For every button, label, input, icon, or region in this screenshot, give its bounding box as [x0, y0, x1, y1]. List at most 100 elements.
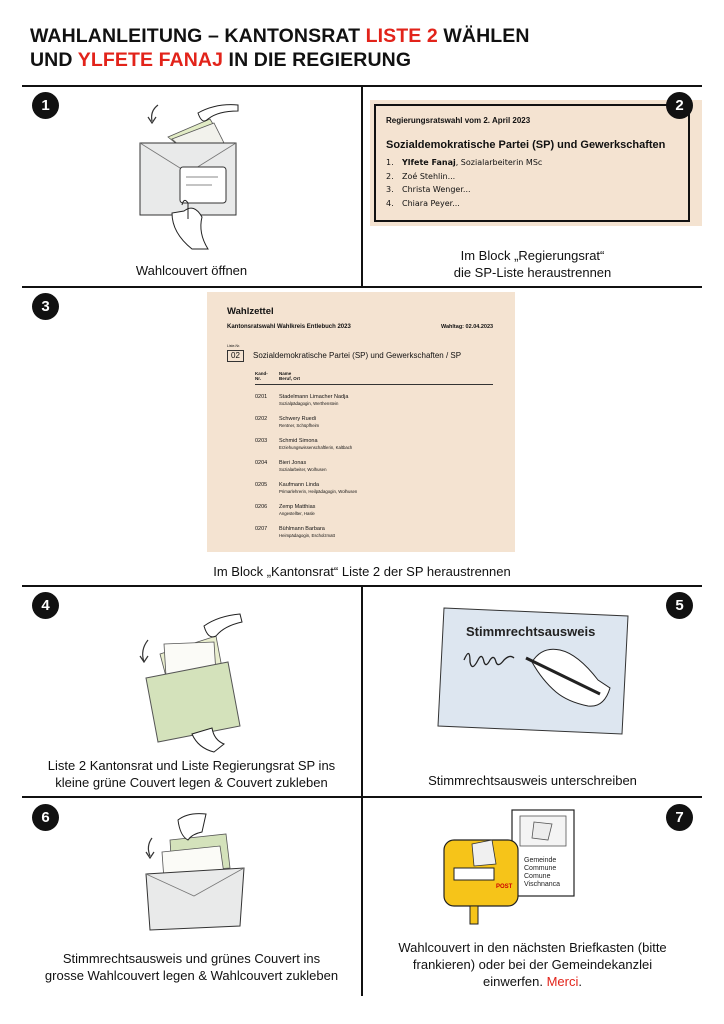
large-envelope-illustration: [145, 813, 245, 931]
kantonsrat-ballot: Wahlzettel Kantonsratswahl Wahlkreis Ent…: [207, 292, 515, 552]
ballot-date: Wahltag: 02.04.2023: [441, 324, 494, 330]
ballot-header: Regierungsratswahl vom 2. April 2023: [386, 116, 531, 125]
candidate-number: 0206: [255, 504, 268, 510]
candidate-name: Kaufmann Linda: [279, 482, 320, 488]
candidate-job: Erziehungswissenschaftlerin, Kaltbach: [279, 445, 353, 450]
caption-line: grosse Wahlcouvert legen & Wahlcouvert z…: [44, 968, 339, 983]
step-1-caption: Wahlcouvert öffnen: [135, 263, 248, 278]
caption-line: einwerfen. Merci.: [363, 973, 702, 990]
candidate-number: 0202: [255, 416, 268, 422]
step-6-caption: Stimmrechtsausweis und grünes Couvert in…: [22, 950, 361, 984]
municipality-fr: Commune: [524, 865, 556, 872]
candidate-detail: Christa Wenger...: [402, 185, 471, 194]
candidate-number: 0203: [255, 438, 268, 444]
column-header-text: Nr.: [255, 376, 262, 381]
candidate-job: Angestellter, Hasle: [279, 511, 315, 516]
list-number-box: 02: [227, 350, 244, 362]
candidate-job: Primarlehrerin, Heilpädagogin, Wolhusen: [279, 489, 358, 494]
step-number-7: 7: [666, 804, 693, 831]
caption-line: Wahlcouvert in den nächsten Briefkasten …: [398, 940, 667, 955]
list-item: 4. Chiara Peyer...: [386, 197, 542, 211]
ballot-frame: Regierungsratswahl vom 2. April 2023 Soz…: [374, 104, 690, 222]
column-header-text: Beruf, Ort: [279, 376, 301, 381]
caption-text: einwerfen.: [483, 974, 547, 989]
caption-line: die SP-Liste heraustrennen: [453, 265, 612, 280]
candidate-number: 4.: [386, 198, 394, 208]
municipality-rm: Vischnanca: [524, 881, 560, 888]
page-title: WAHLANLEITUNG – KANTONSRAT LISTE 2 WÄHLE…: [30, 24, 710, 72]
divider: [361, 85, 363, 286]
ballot-party: Sozialdemokratische Partei (SP) und Gewe…: [253, 351, 462, 360]
ballot-subtitle: Kantonsratswahl Wahlkreis Entlebuch 2023: [227, 324, 351, 330]
step-2-caption: Im Block „Regierungsrat“ die SP-Liste he…: [363, 247, 702, 281]
column-header-kand: Kand-Nr.: [255, 371, 268, 381]
step-7-caption: Wahlcouvert in den nächsten Briefkasten …: [363, 939, 702, 990]
list-item: 2. Zoé Stehlin...: [386, 170, 542, 184]
candidate-job: Sozialarbeiter, Wolhusen: [279, 467, 327, 472]
candidate-number: 2.: [386, 171, 394, 181]
title-highlight-candidate: YLFETE FANAJ: [77, 49, 224, 71]
signature-card-illustration: Stimmrechtsausweis: [437, 607, 629, 735]
candidate-number: 1.: [386, 158, 394, 167]
step-number-6: 6: [32, 804, 59, 831]
candidate-job: Rentner, Schüpfheim: [279, 423, 320, 428]
card-title: Stimmrechtsausweis: [466, 624, 595, 639]
divider: [361, 585, 363, 996]
divider: [22, 286, 702, 288]
step-number-5: 5: [666, 592, 693, 619]
regierungsrat-ballot: Regierungsratswahl vom 2. April 2023 Soz…: [370, 100, 702, 226]
candidate-detail: , Sozialarbeiterin MSc: [455, 158, 543, 167]
caption-line: kleine grüne Couvert legen & Couvert zuk…: [55, 775, 328, 790]
candidate-list: 1. Ylfete Fanaj, Sozialarbeiterin MSc 2. Z…: [386, 156, 542, 210]
title-line-1: WAHLANLEITUNG – KANTONSRAT LISTE 2 WÄHLE…: [30, 24, 710, 48]
candidate-name: Schwery Ruedi: [279, 416, 316, 422]
list-item: 1. Ylfete Fanaj, Sozialarbeiterin MSc: [386, 156, 542, 170]
title-text: WÄHLEN: [437, 25, 530, 47]
step-number-3: 3: [32, 293, 59, 320]
candidate-detail: Chiara Peyer...: [402, 198, 460, 208]
candidate-number: 0207: [255, 526, 268, 532]
list-number-label: Liste-Nr.: [227, 344, 241, 348]
step-number-2: 2: [666, 92, 693, 119]
title-text: UND: [30, 49, 78, 71]
candidate-name: Bieri Jonas: [279, 460, 307, 466]
envelope-opening-illustration: [139, 104, 239, 250]
candidate-name: Stadelmann Limacher Nadja: [279, 394, 349, 400]
step-5-caption: Stimmrechtsausweis unterschreiben: [428, 773, 637, 788]
mailbox-illustration: Gemeinde Commune Comune Vischnanca POST: [443, 809, 575, 925]
merci-text: Merci: [546, 974, 579, 989]
green-envelope-illustration: [139, 613, 243, 753]
title-line-2: UND YLFETE FANAJ IN DIE REGIERUNG: [30, 48, 710, 72]
candidate-detail: Zoé Stehlin...: [402, 171, 456, 181]
caption-line: Stimmrechtsausweis und grünes Couvert in…: [62, 951, 321, 966]
caption-text: .: [578, 974, 582, 989]
candidate-name: Bühlmann Barbara: [279, 526, 325, 532]
caption-line: frankieren) oder bei der Gemeindekanzlei: [412, 957, 653, 972]
header-rule: [255, 384, 493, 385]
candidate-number: 0201: [255, 394, 268, 400]
caption-line: Im Block „Regierungsrat“: [460, 248, 605, 263]
candidate-name: Schmid Simona: [279, 438, 318, 444]
candidate-number: 0204: [255, 460, 268, 466]
post-label: POST: [496, 884, 513, 890]
caption-line: Liste 2 Kantonsrat und Liste Regierungsr…: [47, 758, 336, 773]
municipality-it: Comune: [524, 873, 551, 880]
candidate-name: Ylfete Fanaj: [402, 158, 456, 167]
candidate-job: Heimpädagogin, Escholzmatt: [279, 533, 335, 538]
ballot-title: Wahlzettel: [227, 306, 274, 317]
step-4-caption: Liste 2 Kantonsrat und Liste Regierungsr…: [22, 757, 361, 791]
title-text: IN DIE REGIERUNG: [223, 49, 412, 71]
step-3-caption: Im Block „Kantonsrat“ Liste 2 der SP her…: [213, 564, 511, 579]
column-header-text: Kand-: [255, 371, 268, 376]
column-header-text: Name: [279, 371, 292, 376]
candidate-name: Zemp Matthias: [279, 504, 316, 510]
candidate-job: Sozialpädagogin, Werthenstein: [279, 401, 339, 406]
list-item: 3. Christa Wenger...: [386, 183, 542, 197]
title-highlight-list: LISTE 2: [365, 25, 438, 47]
step-number-4: 4: [32, 592, 59, 619]
municipality-de: Gemeinde: [524, 857, 556, 864]
title-text: WAHLANLEITUNG – KANTONSRAT: [30, 25, 366, 47]
step-number-1: 1: [32, 92, 59, 119]
candidate-number: 3.: [386, 185, 394, 194]
candidate-number: 0205: [255, 482, 268, 488]
